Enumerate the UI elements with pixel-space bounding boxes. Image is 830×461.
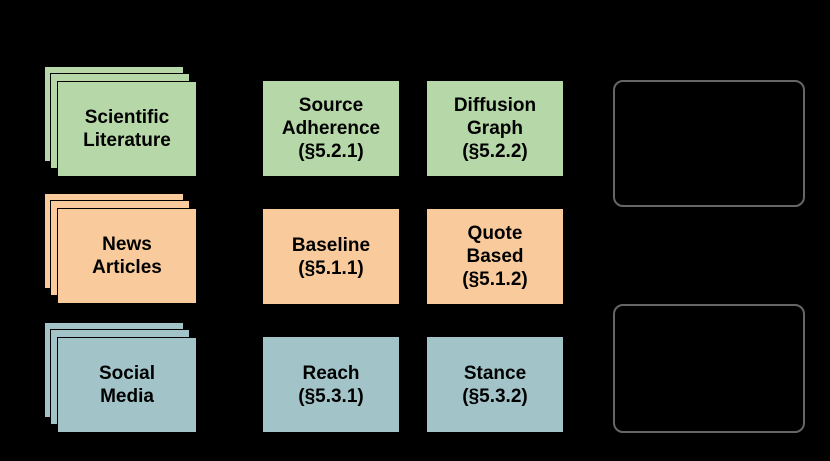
stack-card-front: Social Media (57, 337, 197, 433)
source-stack-social-media: Social Media (44, 322, 197, 433)
source-label-scientific-literature: Scientific Literature (83, 107, 171, 151)
metric-box-diffusion-graph: Diffusion Graph (§5.2.2) (426, 80, 564, 177)
source-stack-scientific-literature: Scientific Literature (44, 66, 197, 177)
metric-label-source-adherence: Source Adherence (§5.2.1) (281, 95, 381, 162)
metric-label-diffusion-graph: Diffusion Graph (§5.2.2) (453, 95, 537, 162)
outline-box-bottom (613, 304, 805, 433)
source-label-social-media: Social Media (99, 363, 155, 407)
source-label-news-articles: News Articles (92, 234, 162, 278)
outline-box-top (613, 80, 805, 207)
source-stack-news-articles: News Articles (44, 193, 197, 304)
metric-label-quote-based: Quote Based (§5.1.2) (462, 223, 528, 290)
stack-card-front: Scientific Literature (57, 81, 197, 177)
metric-box-reach: Reach (§5.3.1) (262, 336, 400, 433)
metric-label-reach: Reach (§5.3.1) (298, 362, 364, 407)
metric-box-source-adherence: Source Adherence (§5.2.1) (262, 80, 400, 177)
metric-box-stance: Stance (§5.3.2) (426, 336, 564, 433)
metric-label-stance: Stance (§5.3.2) (462, 362, 528, 407)
stack-card-front: News Articles (57, 208, 197, 304)
metric-box-quote-based: Quote Based (§5.1.2) (426, 208, 564, 305)
metric-label-baseline: Baseline (§5.1.1) (291, 234, 371, 279)
metric-box-baseline: Baseline (§5.1.1) (262, 208, 400, 305)
